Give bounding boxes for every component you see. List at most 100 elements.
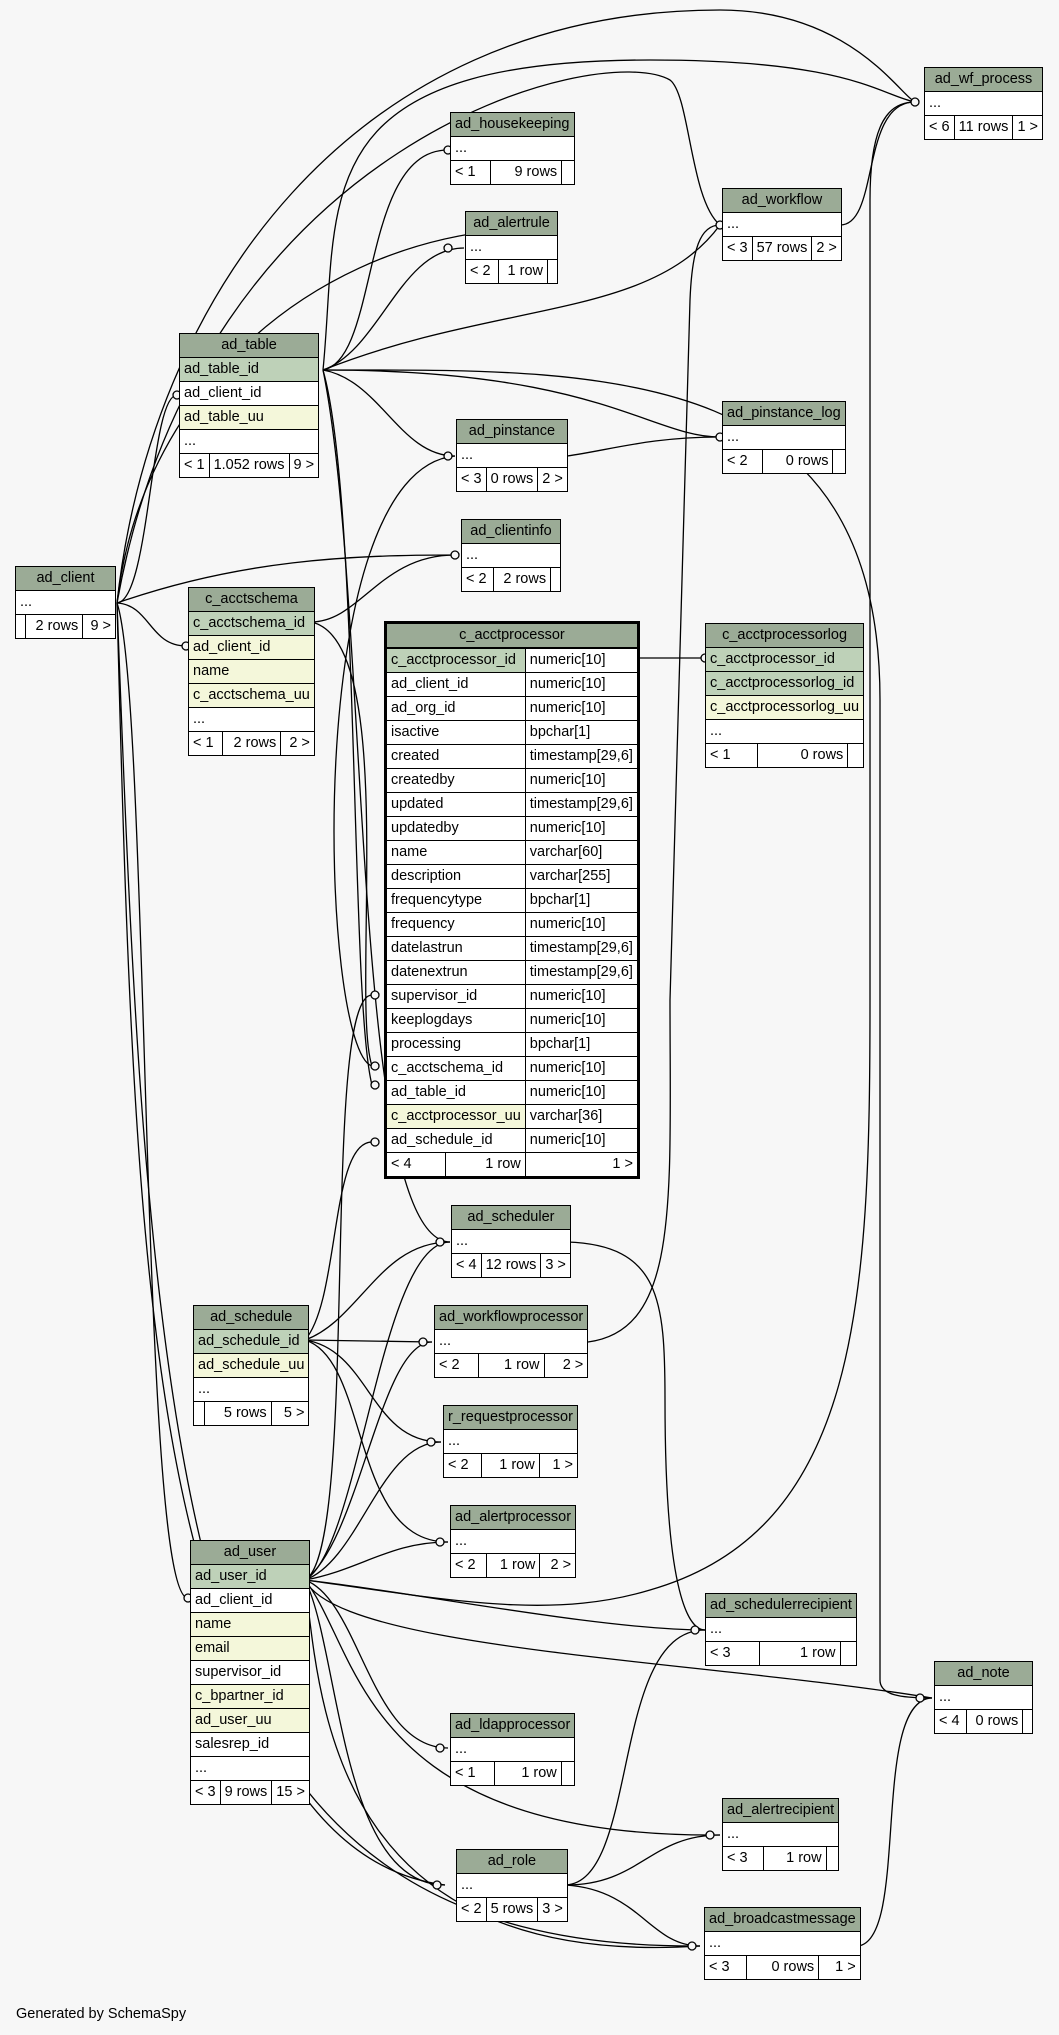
column-ad-schedule-uu[interactable]: ad_schedule_uu	[192, 1353, 310, 1378]
nav-parents[interactable]: < 1	[449, 1761, 496, 1786]
column-datelastrun[interactable]: datelastrun	[385, 936, 526, 961]
column-c-acctprocessorlog-uu[interactable]: c_acctprocessorlog_uu	[704, 695, 865, 720]
column-datenextrun[interactable]: datenextrun	[385, 960, 526, 985]
nav-parents[interactable]: < 4	[451, 1253, 482, 1278]
column-c-acctprocessorlog-id[interactable]: c_acctprocessorlog_id	[704, 671, 865, 696]
column-isactive[interactable]: isactive	[385, 720, 526, 745]
nav-parents[interactable]: < 2	[434, 1353, 479, 1378]
column-ad-client-id[interactable]: ad_client_id	[190, 1588, 310, 1613]
table-title[interactable]: ad_housekeeping	[450, 112, 575, 137]
column-c-acctschema-id[interactable]: c_acctschema_id	[385, 1056, 526, 1081]
column-supervisor-id[interactable]: supervisor_id	[190, 1660, 310, 1685]
table-title[interactable]: ad_alertprocessor	[449, 1505, 577, 1530]
table-title[interactable]: ad_note	[934, 1661, 1033, 1686]
nav-parents[interactable]: < 2	[456, 1897, 487, 1922]
nav-parents[interactable]: < 3	[704, 1955, 747, 1980]
nav-parents[interactable]: < 2	[721, 449, 764, 474]
column-c-acctprocessor-id[interactable]: c_acctprocessor_id	[704, 647, 865, 672]
column-ad-table-uu[interactable]: ad_table_uu	[178, 405, 320, 430]
nav-children[interactable]: 2 >	[539, 1553, 577, 1578]
column-frequency[interactable]: frequency	[385, 912, 526, 937]
nav-parents[interactable]: < 1	[179, 453, 210, 478]
nav-parents[interactable]: < 1	[449, 160, 492, 185]
nav-parents[interactable]: < 3	[705, 1641, 760, 1666]
nav-children[interactable]	[560, 1761, 576, 1786]
nav-children[interactable]	[1022, 1709, 1033, 1734]
column-updated[interactable]: updated	[385, 792, 526, 817]
table-title[interactable]: ad_broadcastmessage	[704, 1907, 861, 1932]
nav-parents[interactable]	[15, 614, 26, 639]
nav-children[interactable]: 2 >	[811, 236, 842, 261]
table-title[interactable]: r_requestprocessor	[443, 1405, 578, 1430]
nav-parents[interactable]: < 3	[190, 1780, 221, 1805]
nav-children[interactable]: 1 >	[538, 1453, 579, 1478]
table-title[interactable]: c_acctschema	[188, 587, 315, 612]
table-title[interactable]: ad_role	[456, 1849, 568, 1874]
nav-parents[interactable]: < 2	[465, 259, 499, 284]
table-title[interactable]: ad_table	[178, 333, 320, 358]
nav-parents[interactable]: < 4	[385, 1152, 446, 1178]
nav-children[interactable]	[832, 449, 846, 474]
column-c-bpartner-id[interactable]: c_bpartner_id	[190, 1684, 310, 1709]
table-title[interactable]: ad_ldapprocessor	[449, 1713, 576, 1738]
nav-parents[interactable]: < 4	[933, 1709, 968, 1734]
table-title[interactable]: c_acctprocessor	[385, 622, 639, 649]
column-c-acctschema-id[interactable]: c_acctschema_id	[188, 611, 315, 636]
table-ad-schedule[interactable]: ad_schedule ad_schedule_id ad_schedule_u…	[192, 1305, 310, 1426]
table-title[interactable]: ad_user	[190, 1540, 310, 1565]
nav-children[interactable]: 2 >	[537, 467, 568, 492]
nav-children[interactable]: 3 >	[537, 1897, 568, 1922]
nav-parents[interactable]: < 2	[450, 1553, 487, 1578]
nav-children[interactable]	[825, 1846, 840, 1871]
column-ad-table-id[interactable]: ad_table_id	[178, 357, 320, 382]
nav-children[interactable]: 2 >	[543, 1353, 589, 1378]
column-c-acctschema-uu[interactable]: c_acctschema_uu	[188, 683, 315, 708]
column-ad-client-id[interactable]: ad_client_id	[178, 381, 320, 406]
column-ad-org-id[interactable]: ad_org_id	[385, 696, 526, 721]
column-processing[interactable]: processing	[385, 1032, 526, 1057]
column-keeplogdays[interactable]: keeplogdays	[385, 1008, 526, 1033]
column-c-acctprocessor-id[interactable]: c_acctprocessor_id	[385, 647, 526, 673]
nav-children[interactable]: 9 >	[288, 453, 320, 478]
table-c-acctschema[interactable]: c_acctschema c_acctschema_id ad_client_i…	[188, 587, 315, 756]
nav-children[interactable]: 3 >	[540, 1253, 571, 1278]
nav-parents[interactable]: < 1	[705, 743, 758, 768]
nav-children[interactable]	[561, 160, 575, 185]
nav-parents[interactable]: < 2	[442, 1453, 483, 1478]
table-ad-table[interactable]: ad_table ad_table_id ad_client_id ad_tab…	[178, 333, 320, 478]
column-ad-client-id[interactable]: ad_client_id	[385, 672, 526, 697]
table-title[interactable]: ad_clientinfo	[461, 519, 561, 544]
table-title[interactable]: ad_workflow	[722, 188, 842, 213]
nav-children[interactable]: 1 >	[1012, 115, 1043, 140]
nav-children[interactable]: 2 >	[280, 731, 315, 756]
column-name[interactable]: name	[385, 840, 526, 865]
table-title[interactable]: ad_schedulerrecipient	[705, 1593, 857, 1618]
column-description[interactable]: description	[385, 864, 526, 889]
table-title[interactable]: ad_scheduler	[451, 1205, 571, 1230]
column-ad-user-uu[interactable]: ad_user_uu	[190, 1708, 310, 1733]
column-updatedby[interactable]: updatedby	[385, 816, 526, 841]
nav-children[interactable]	[550, 567, 561, 592]
nav-parents[interactable]: < 2	[460, 567, 495, 592]
nav-children[interactable]	[547, 259, 558, 284]
column-ad-schedule-id[interactable]: ad_schedule_id	[385, 1128, 526, 1153]
column-frequencytype[interactable]: frequencytype	[385, 888, 526, 913]
nav-parents[interactable]	[192, 1401, 206, 1426]
nav-children[interactable]	[839, 1641, 857, 1666]
column-name[interactable]: name	[188, 659, 315, 684]
